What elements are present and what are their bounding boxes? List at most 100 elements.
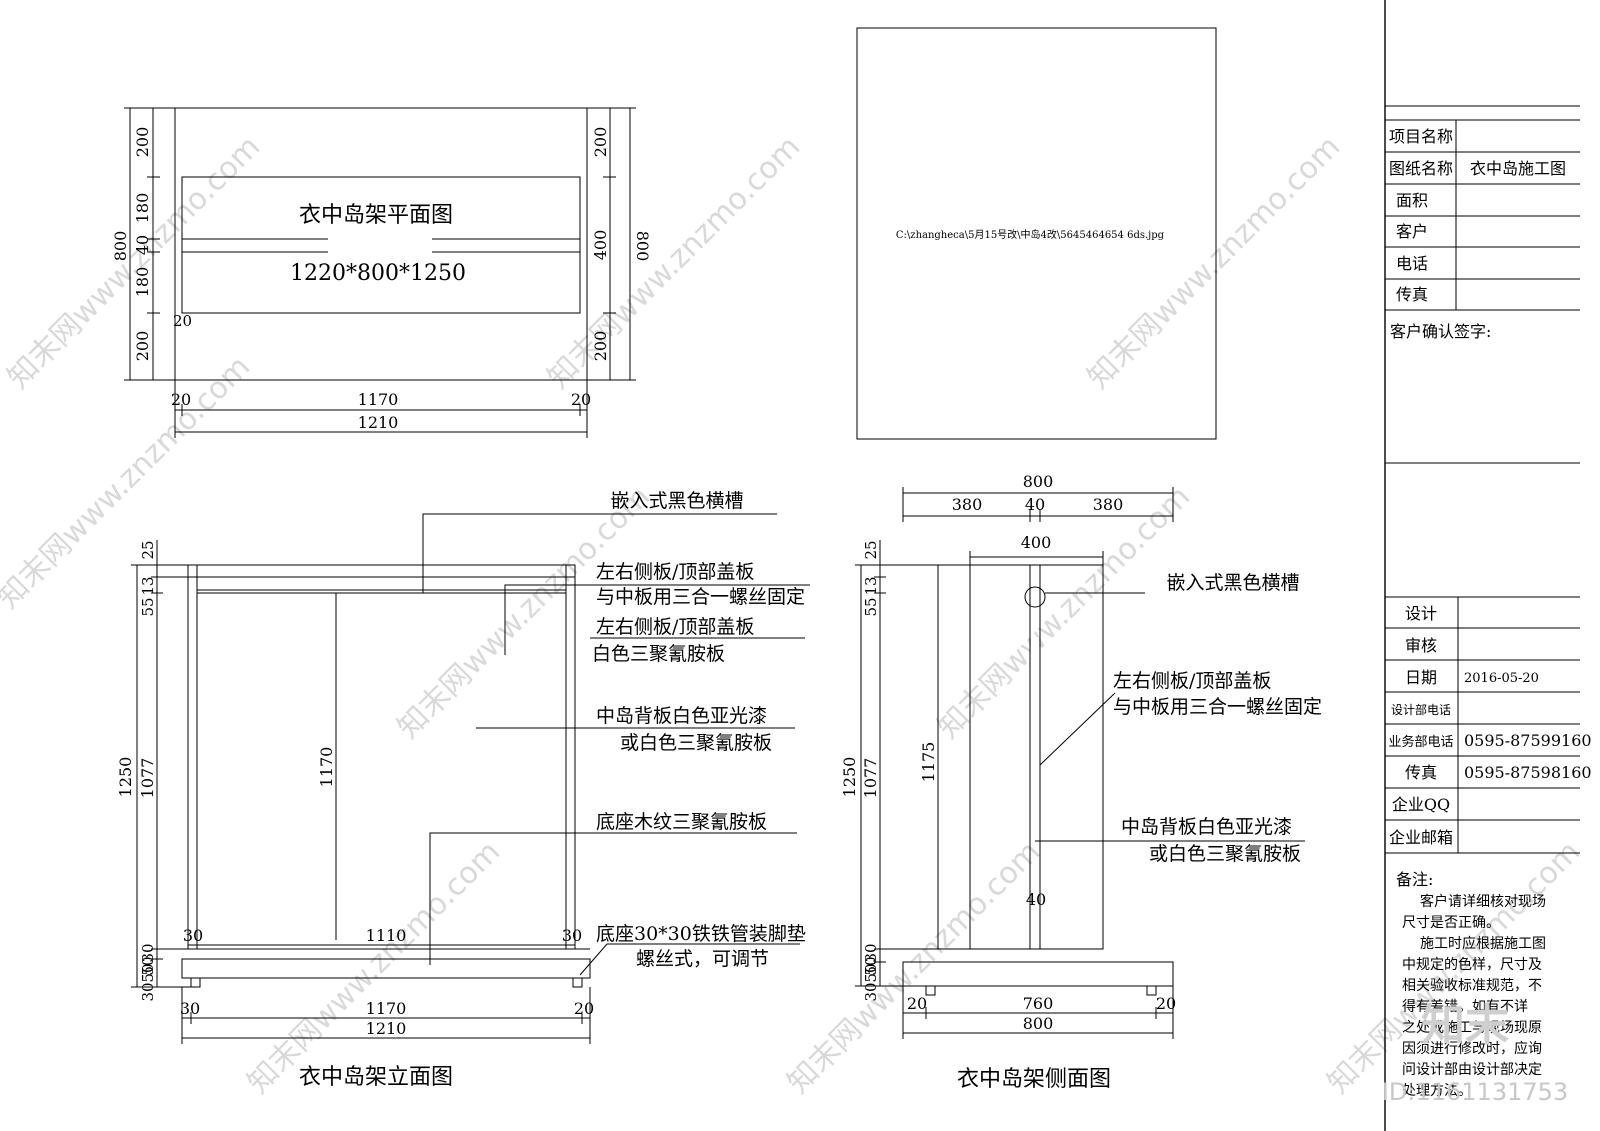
elevation-note: 嵌入式黑色横槽: [610, 490, 743, 512]
side-dim: 760: [1023, 994, 1054, 1013]
elevation-dim: 50: [139, 956, 157, 975]
plan-dim: 800: [111, 231, 130, 262]
image-path-label: C:\zhangheca\5月15号改\中岛4改\5645464654 6ds.…: [896, 228, 1165, 241]
tb-remark-line: 尺寸是否正确。: [1402, 915, 1500, 931]
tb-label: 企业邮箱: [1389, 828, 1453, 847]
side-dim: 800: [1023, 1014, 1054, 1033]
elevation-dim: 30: [183, 926, 203, 945]
elevation-note: 中岛背板白色亚光漆: [596, 705, 767, 727]
side-note: 左右侧板/顶部盖板: [1113, 670, 1271, 692]
side-dim: 50: [862, 963, 880, 982]
side-dim: 20: [907, 994, 927, 1013]
title-block: 项目名称 图纸名称 衣中岛施工图 面积 客户 电话 传真 客户确认签字: 设计 …: [1384, 0, 1592, 1131]
tb-remark-line: 得有差错。如有不详: [1402, 998, 1528, 1015]
side-dim: 40: [1025, 495, 1045, 514]
elevation-dim: 30: [139, 943, 157, 962]
plan-dim: 400: [591, 230, 610, 261]
tb-remark-line: 处理方法。: [1402, 1083, 1472, 1099]
side-note: 中岛背板白色亚光漆: [1121, 816, 1292, 838]
elevation-note: 左右侧板/顶部盖板: [596, 561, 754, 583]
tb-label: 审核: [1405, 636, 1437, 655]
tb-remark-line: 之处或施工与现场现原: [1402, 1020, 1542, 1036]
tb-remark-line: 中规定的色样，尺寸及: [1402, 956, 1542, 973]
side-dim: 20: [1156, 994, 1176, 1013]
tb-label: 日期: [1405, 668, 1437, 687]
side-dim: 1077: [861, 758, 880, 799]
side-slot-circle: [1024, 586, 1046, 608]
tb-label: 业务部电话: [1388, 734, 1453, 750]
tb-value: 衣中岛施工图: [1470, 159, 1566, 178]
side-dim: 30: [862, 982, 880, 1001]
tb-remark-line: 相关验收标准规范，不: [1402, 977, 1542, 994]
watermark-group: 知末网www.znzmo.com 知末网www.znzmo.com 知末网www…: [0, 129, 1587, 1100]
elevation-dim: 1210: [366, 1019, 407, 1038]
plan-size-label: 1220*800*1250: [290, 261, 466, 286]
plan-dim: 200: [133, 331, 152, 362]
side-note: 嵌入式黑色横槽: [1166, 572, 1299, 594]
elevation-dim: 55: [139, 597, 157, 616]
plan-view: 衣中岛架平面图 1220*800*1250 800 200 180 40 180…: [111, 107, 652, 438]
side-dim: 13: [862, 576, 880, 595]
elevation-dim: 50: [139, 963, 157, 982]
watermark-text: 知末网www.znzmo.com: [1081, 129, 1347, 395]
plan-title: 衣中岛架平面图: [299, 203, 453, 228]
elevation-note: 底座30*30铁铁管装脚垫: [596, 923, 806, 945]
tb-label: 面积: [1396, 191, 1428, 210]
tb-value: 2016-05-20: [1464, 671, 1539, 686]
tb-label: 设计部电话: [1391, 702, 1451, 717]
plan-inner-frame: [181, 176, 581, 314]
elevation-dim: 1170: [366, 999, 407, 1018]
side-note: 与中板用三合一螺丝固定: [1113, 696, 1322, 718]
elevation-dim: 20: [574, 999, 594, 1018]
tb-label: 传真: [1396, 285, 1428, 304]
tb-label: 传真: [1405, 763, 1437, 782]
side-dim: 380: [1093, 495, 1124, 514]
elevation-note: 螺丝式，可调节: [636, 948, 769, 970]
side-title: 衣中岛架侧面图: [957, 1067, 1111, 1092]
plan-dim: 180: [133, 193, 152, 224]
tb-remarks-title: 备注:: [1396, 870, 1433, 889]
plan-dim: 1210: [358, 413, 399, 432]
side-dim: 1175: [919, 742, 938, 783]
tb-value: 0595-87598160: [1464, 763, 1592, 782]
tb-label: 图纸名称: [1389, 159, 1453, 178]
plan-outer-frame: [174, 107, 588, 381]
watermark-logo-group: 知末 ID:1161131753: [1382, 1000, 1568, 1106]
elevation-note: 白色三聚氰胺板: [592, 643, 725, 665]
elevation-dim: 1077: [138, 758, 157, 799]
tb-label: 电话: [1396, 254, 1428, 273]
elevation-dim: 13: [139, 576, 157, 595]
elevation-dim-center: 1170: [317, 747, 336, 788]
tb-label: 设计: [1405, 604, 1437, 623]
side-dim: 30: [862, 943, 880, 962]
plan-dim: 1170: [358, 390, 399, 409]
side-dim: 1250: [840, 757, 859, 798]
plan-dim: 40: [133, 235, 152, 255]
side-dim: 25: [862, 540, 880, 559]
plan-dim-inner: 20: [173, 312, 192, 330]
side-dim: 50: [862, 956, 880, 975]
plan-dim: 20: [171, 390, 191, 409]
plan-dim: 800: [633, 231, 652, 262]
side-base: [902, 961, 1174, 987]
plan-dim: 200: [133, 127, 152, 158]
plan-dim: 20: [571, 390, 591, 409]
elevation-dim: 25: [139, 540, 157, 559]
side-dim: 380: [952, 495, 983, 514]
elevation-note: 底座木纹三聚氰胺板: [596, 811, 767, 833]
tb-remark-line: 施工时应根据施工图: [1420, 935, 1546, 952]
elevation-view: 嵌入式黑色横槽 左右侧板/顶部盖板 与中板用三合一螺丝固定 左右侧板/顶部盖板 …: [116, 490, 810, 1090]
elevation-note: 与中板用三合一螺丝固定: [596, 586, 805, 608]
elevation-dim: 1250: [116, 757, 135, 798]
tb-remark-line: 问设计部由设计部决定: [1402, 1062, 1542, 1078]
tb-signature-label: 客户确认签字:: [1390, 322, 1491, 341]
side-dim: 55: [862, 597, 880, 616]
tb-label: 客户: [1396, 222, 1428, 241]
watermark-id: ID:1161131753: [1382, 1078, 1568, 1106]
tb-label: 项目名称: [1389, 127, 1453, 146]
image-reference-box: C:\zhangheca\5月15号改\中岛4改\5645464654 6ds.…: [856, 27, 1217, 440]
side-note: 或白色三聚氰胺板: [1149, 843, 1301, 865]
plan-dim: 180: [133, 267, 152, 298]
elevation-note: 左右侧板/顶部盖板: [596, 616, 754, 638]
plan-dim: 200: [591, 331, 610, 362]
